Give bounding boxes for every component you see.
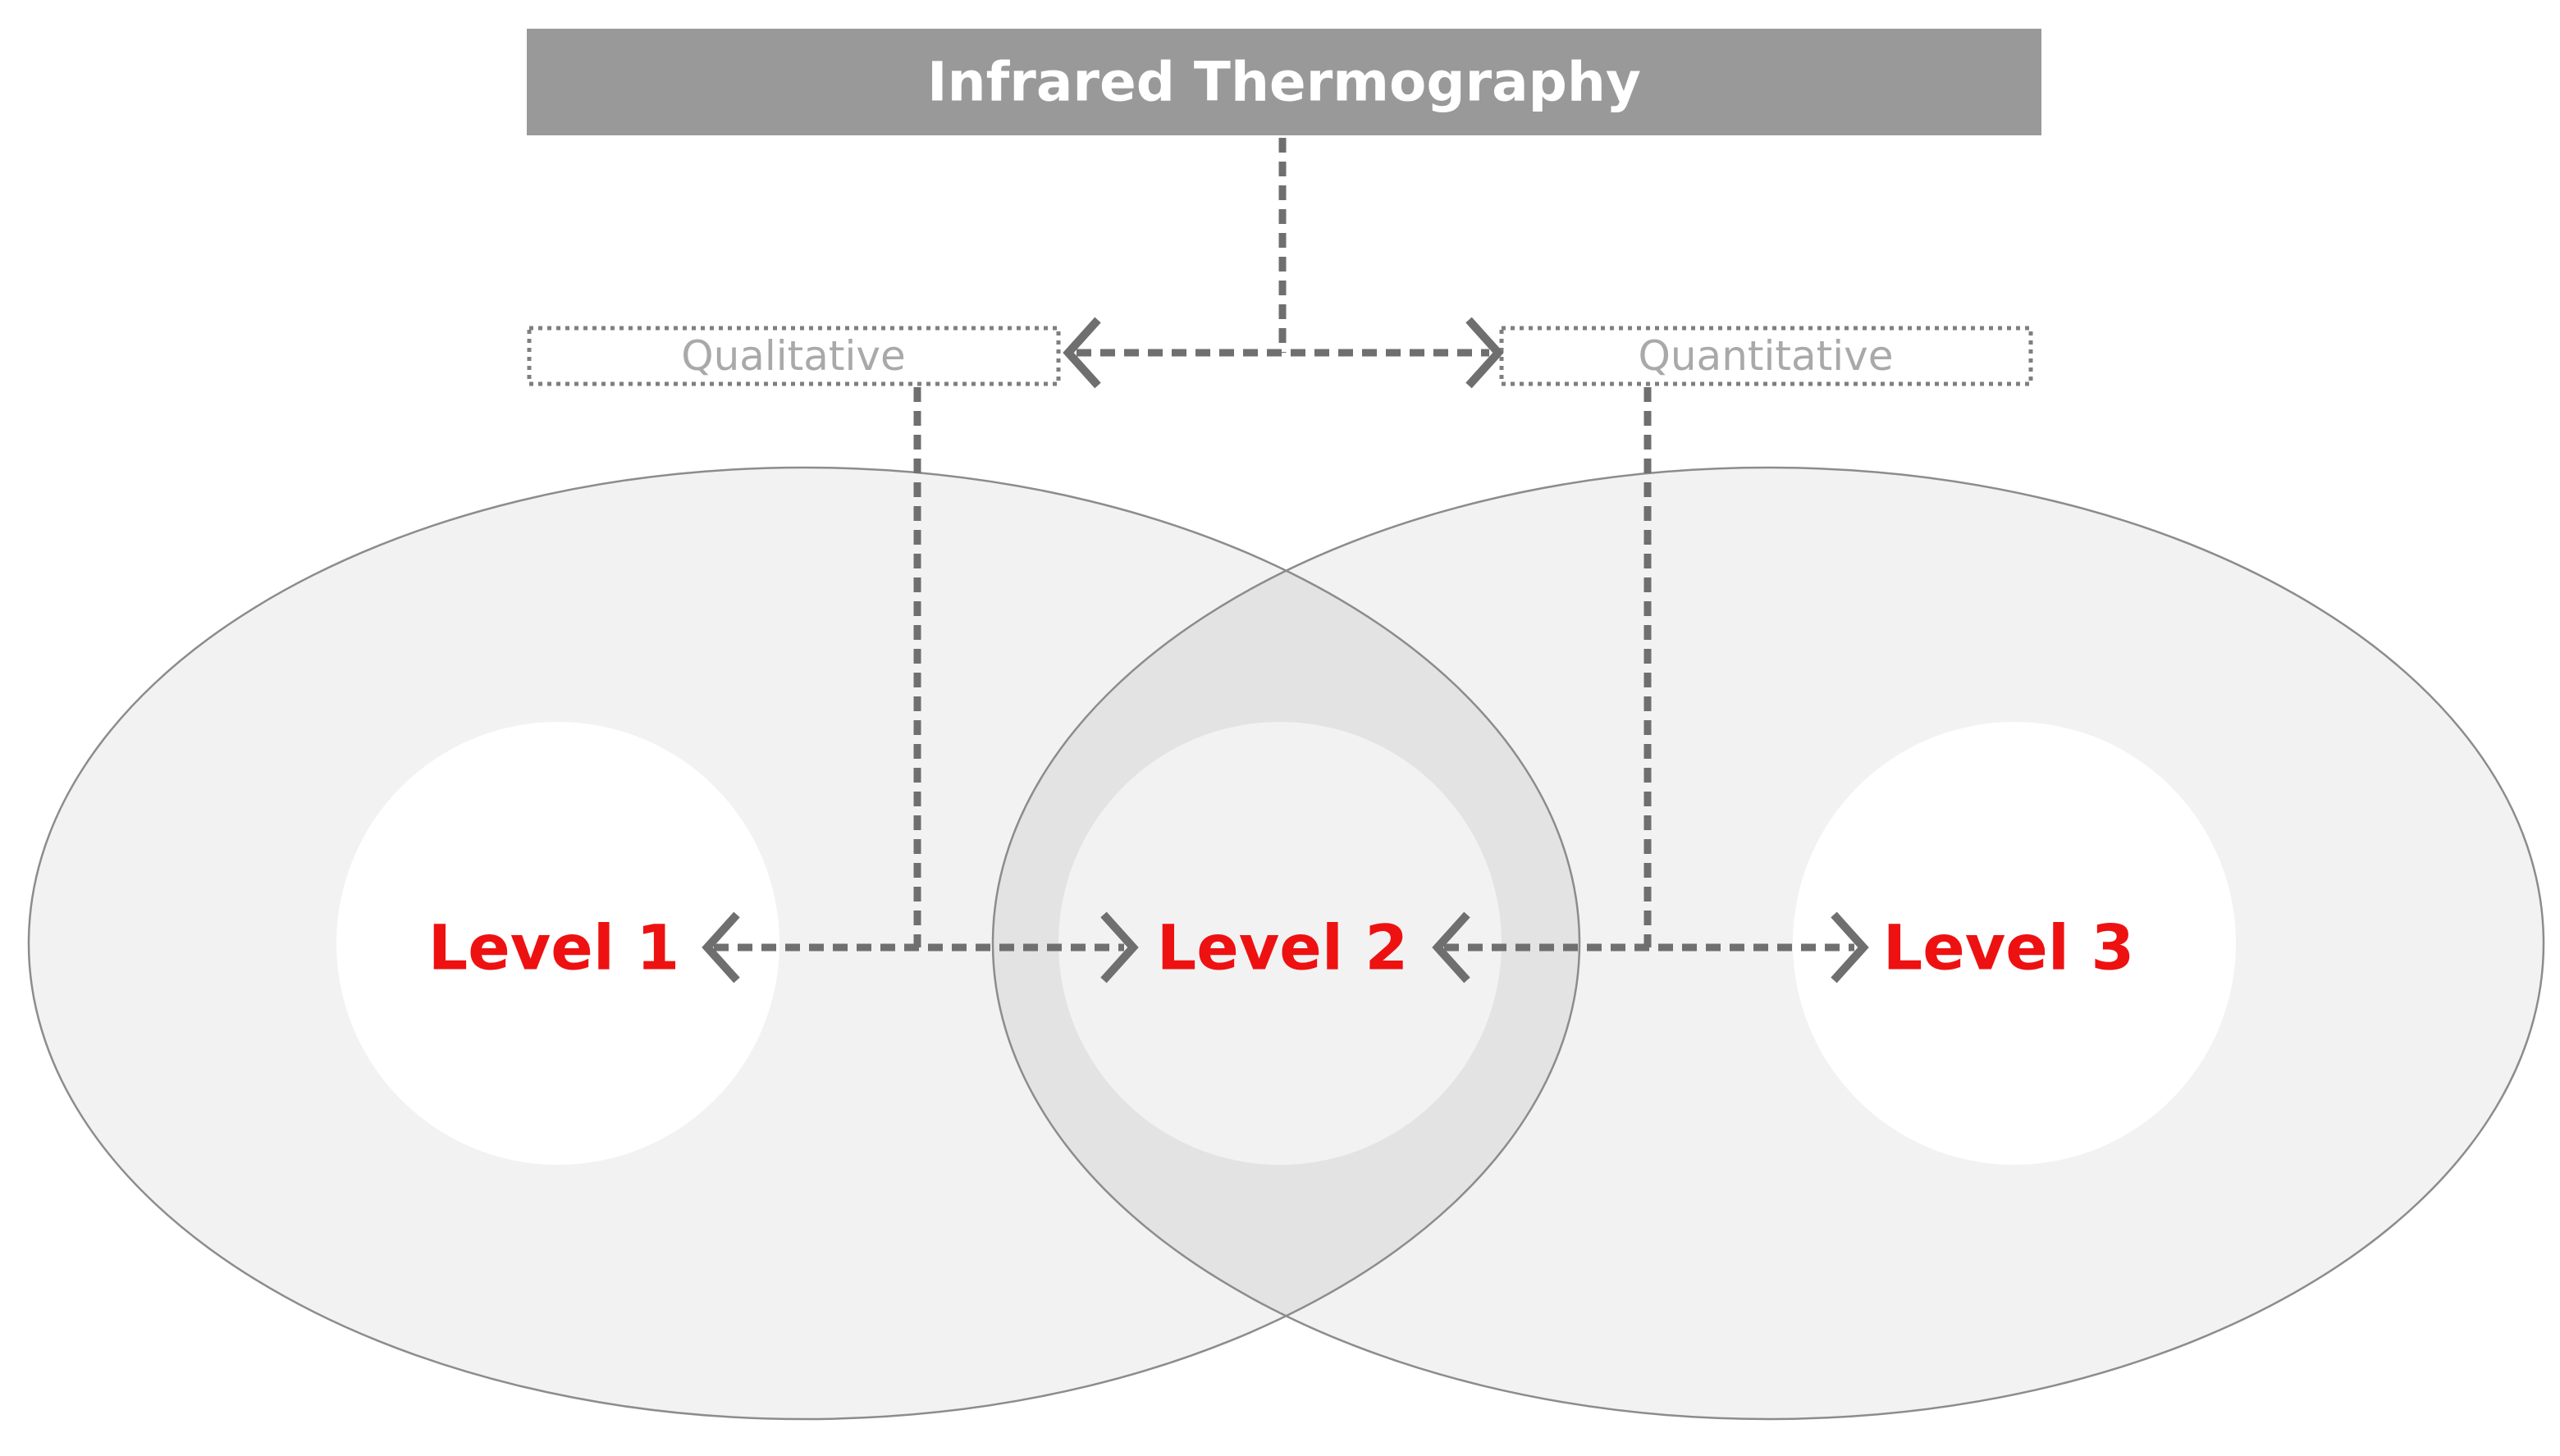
qualitative-box: [527, 326, 1061, 386]
level-3-circle: [1793, 722, 2236, 1165]
level-1-circle: [336, 722, 779, 1165]
left-ellipse-outline: [27, 466, 1581, 1421]
venn-ellipses: [27, 466, 2545, 1421]
connectors: [702, 138, 1869, 984]
level-labels: Level 1 Level 2 Level 3: [428, 911, 2134, 984]
right-ellipse-outline: [991, 466, 2545, 1421]
arrow-to-level-2-left-icon: [1100, 911, 1139, 984]
level-2-label: Level 2: [1157, 911, 1408, 984]
title-bar: [527, 29, 2041, 135]
qualitative-label: Qualitative: [681, 332, 906, 380]
level-circles: [336, 722, 2236, 1165]
arrow-to-level-3-icon: [1831, 911, 1869, 984]
quantitative-label: Quantitative: [1639, 332, 1894, 380]
level-1-label: Level 1: [428, 911, 679, 984]
arrow-to-level-1-icon: [702, 911, 740, 984]
title-box: Infrared Thermography: [527, 29, 2041, 135]
arrow-to-level-2-right-icon: [1432, 911, 1470, 984]
branch-qualitative: Qualitative: [527, 326, 1061, 386]
level-2-circle: [1058, 722, 1502, 1165]
arrow-left-qualitative-icon: [1063, 317, 1101, 389]
quantitative-box: [1499, 326, 2033, 386]
arrow-right-quantitative-icon: [1465, 317, 1504, 389]
branch-quantitative: Quantitative: [1499, 326, 2033, 386]
diagram-title: Infrared Thermography: [927, 51, 1641, 114]
ellipse-overlap: [993, 468, 1579, 1419]
level-3-label: Level 3: [1883, 911, 2134, 984]
